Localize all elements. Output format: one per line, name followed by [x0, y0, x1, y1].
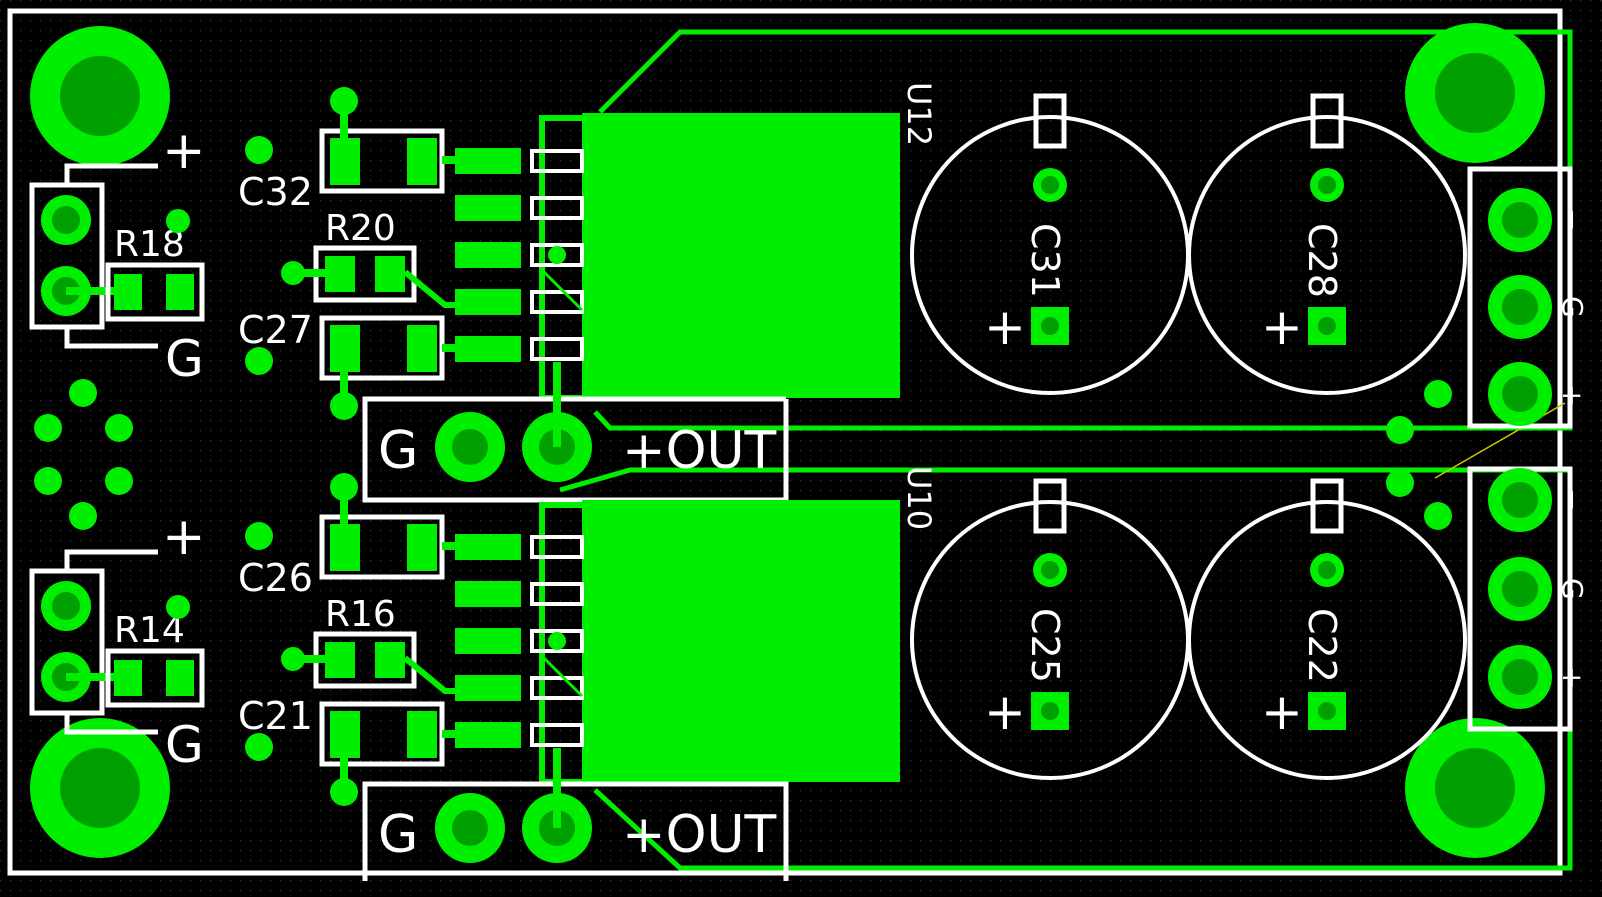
- c27-label: C27: [238, 308, 313, 352]
- resistor-r20: [313, 245, 417, 303]
- c25-label: C25: [1023, 608, 1067, 683]
- mounting-hole-top-left: [30, 26, 170, 166]
- input-g-top-label: G: [165, 330, 204, 388]
- via: [166, 209, 190, 233]
- u10-label: U10: [900, 466, 938, 530]
- r20-label: R20: [325, 208, 396, 249]
- capacitor-c26: [319, 514, 445, 580]
- c31-polarity: +: [984, 298, 1026, 356]
- connector-top-g: G: [1556, 296, 1589, 318]
- connector-bottom-minus: −: [1556, 488, 1589, 511]
- mounting-hole-bottom-right: [1405, 718, 1545, 858]
- c22-polarity: +: [1261, 683, 1303, 741]
- c22-label: C22: [1300, 608, 1344, 683]
- u12-label: U12: [900, 82, 938, 146]
- capacitor-c22: [1187, 478, 1467, 780]
- via: [105, 414, 133, 442]
- input-header-bottom: [29, 549, 158, 735]
- c28-polarity: +: [1261, 298, 1303, 356]
- capacitor-c27: [319, 315, 445, 381]
- input-header-top: [29, 163, 158, 349]
- capacitor-c25: [910, 478, 1190, 780]
- output-header-bottom: [362, 748, 789, 881]
- via: [69, 379, 97, 407]
- connector-top-minus: −: [1556, 208, 1589, 231]
- capacitor-c28: [1187, 93, 1467, 395]
- c21-label: C21: [238, 694, 313, 738]
- via: [245, 347, 273, 375]
- out-bottom-g-label: G: [378, 805, 418, 865]
- c25-polarity: +: [984, 683, 1026, 741]
- via: [1386, 416, 1414, 444]
- via: [1424, 380, 1452, 408]
- connector-top-plus: +: [1556, 384, 1589, 407]
- via: [245, 522, 273, 550]
- regulator-u12: [442, 113, 900, 401]
- input-plus-top-label: +: [162, 121, 206, 181]
- r16-label: R16: [325, 594, 396, 635]
- input-g-bottom-label: G: [165, 716, 204, 774]
- output-connector-bottom: [1467, 466, 1573, 732]
- via: [245, 733, 273, 761]
- via: [1424, 502, 1452, 530]
- resistor-r18: [105, 262, 205, 322]
- c28-label: C28: [1300, 223, 1344, 298]
- mounting-hole-bottom-left: [30, 718, 170, 858]
- mounting-hole-top-right: [1405, 23, 1545, 163]
- via: [69, 502, 97, 530]
- connector-bottom-g: G: [1556, 578, 1589, 600]
- out-top-g-label: G: [378, 421, 418, 481]
- out-top-plus-label: +OUT: [622, 421, 777, 481]
- via: [34, 414, 62, 442]
- via: [105, 467, 133, 495]
- out-bottom-plus-label: +OUT: [622, 805, 777, 865]
- c32-label: C32: [238, 170, 313, 214]
- via: [1386, 469, 1414, 497]
- input-plus-bottom-label: +: [162, 507, 206, 567]
- connector-bottom-plus: +: [1556, 666, 1589, 689]
- capacitor-c21: [319, 701, 445, 767]
- c31-label: C31: [1023, 223, 1067, 298]
- output-header-top: [362, 362, 789, 503]
- via: [34, 467, 62, 495]
- resistor-r14: [105, 648, 205, 708]
- via: [245, 136, 273, 164]
- output-connector-top: [1467, 166, 1573, 429]
- via: [166, 595, 190, 619]
- c26-label: C26: [238, 556, 313, 600]
- regulator-u10: [442, 500, 900, 785]
